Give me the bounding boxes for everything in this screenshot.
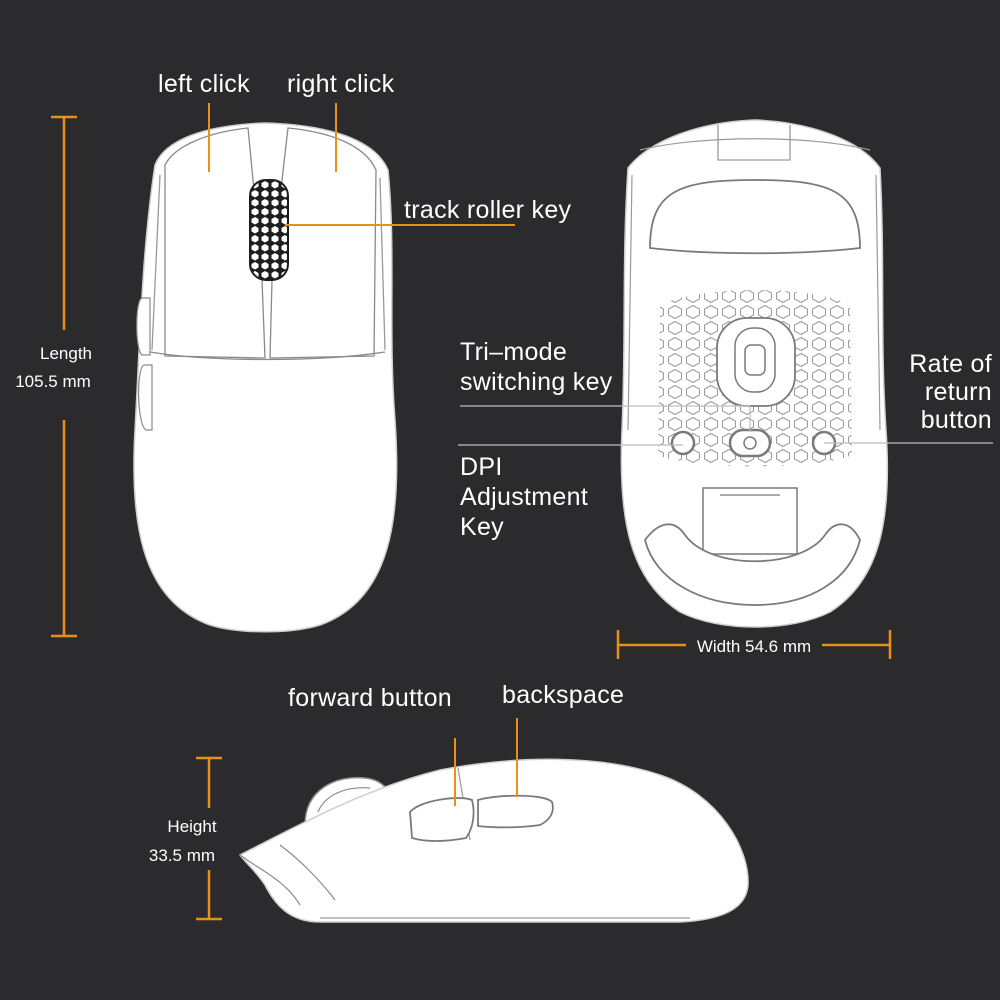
bottom-mouse-foot bbox=[644, 523, 861, 606]
right-click-label: right click bbox=[287, 70, 395, 98]
left-click-button[interactable] bbox=[164, 127, 266, 359]
top-view-mouse bbox=[133, 122, 398, 633]
dpi-label-line2: Adjustment bbox=[460, 483, 589, 511]
tri-mode-label-line2: switching key bbox=[460, 368, 613, 396]
width-label: Width 54.6 mm bbox=[696, 637, 812, 656]
height-title: Height bbox=[167, 817, 217, 836]
length-dimension bbox=[51, 115, 77, 638]
rate-label-line1: Rate of bbox=[909, 350, 992, 378]
length-title: Length bbox=[40, 344, 92, 363]
forward-button[interactable] bbox=[409, 797, 475, 842]
dpi-adjustment-key[interactable] bbox=[670, 430, 696, 456]
top-mouse-foot bbox=[649, 179, 861, 255]
track-roller-wheel[interactable] bbox=[249, 179, 289, 281]
dpi-label-line3: Key bbox=[460, 513, 504, 541]
length-value: 105.5 mm bbox=[15, 372, 91, 391]
top-view-side-button-2[interactable] bbox=[137, 364, 153, 431]
side-view-mouse bbox=[238, 758, 749, 923]
track-roller-key-label: track roller key bbox=[404, 196, 572, 224]
rate-label-line2: return bbox=[924, 378, 992, 406]
width-dimension bbox=[616, 630, 892, 659]
bottom-leader-lines bbox=[458, 405, 993, 446]
height-value: 33.5 mm bbox=[148, 846, 216, 865]
tri-mode-label-line1: Tri–mode bbox=[460, 338, 568, 366]
bottom-view-mouse bbox=[620, 119, 889, 628]
battery-cover bbox=[702, 487, 798, 555]
height-dimension bbox=[196, 756, 222, 921]
leader-lines bbox=[208, 103, 518, 806]
left-click-label: left click bbox=[158, 70, 250, 98]
backspace-label: backspace bbox=[502, 681, 625, 709]
side-view-body bbox=[238, 758, 749, 923]
backspace-button[interactable] bbox=[477, 794, 554, 829]
dpi-label-line1: DPI bbox=[460, 453, 503, 481]
right-click-button[interactable] bbox=[269, 127, 377, 359]
rate-label-line3: button bbox=[920, 406, 992, 434]
forward-button-label: forward button bbox=[288, 684, 453, 712]
top-view-side-button-1[interactable] bbox=[136, 297, 151, 356]
